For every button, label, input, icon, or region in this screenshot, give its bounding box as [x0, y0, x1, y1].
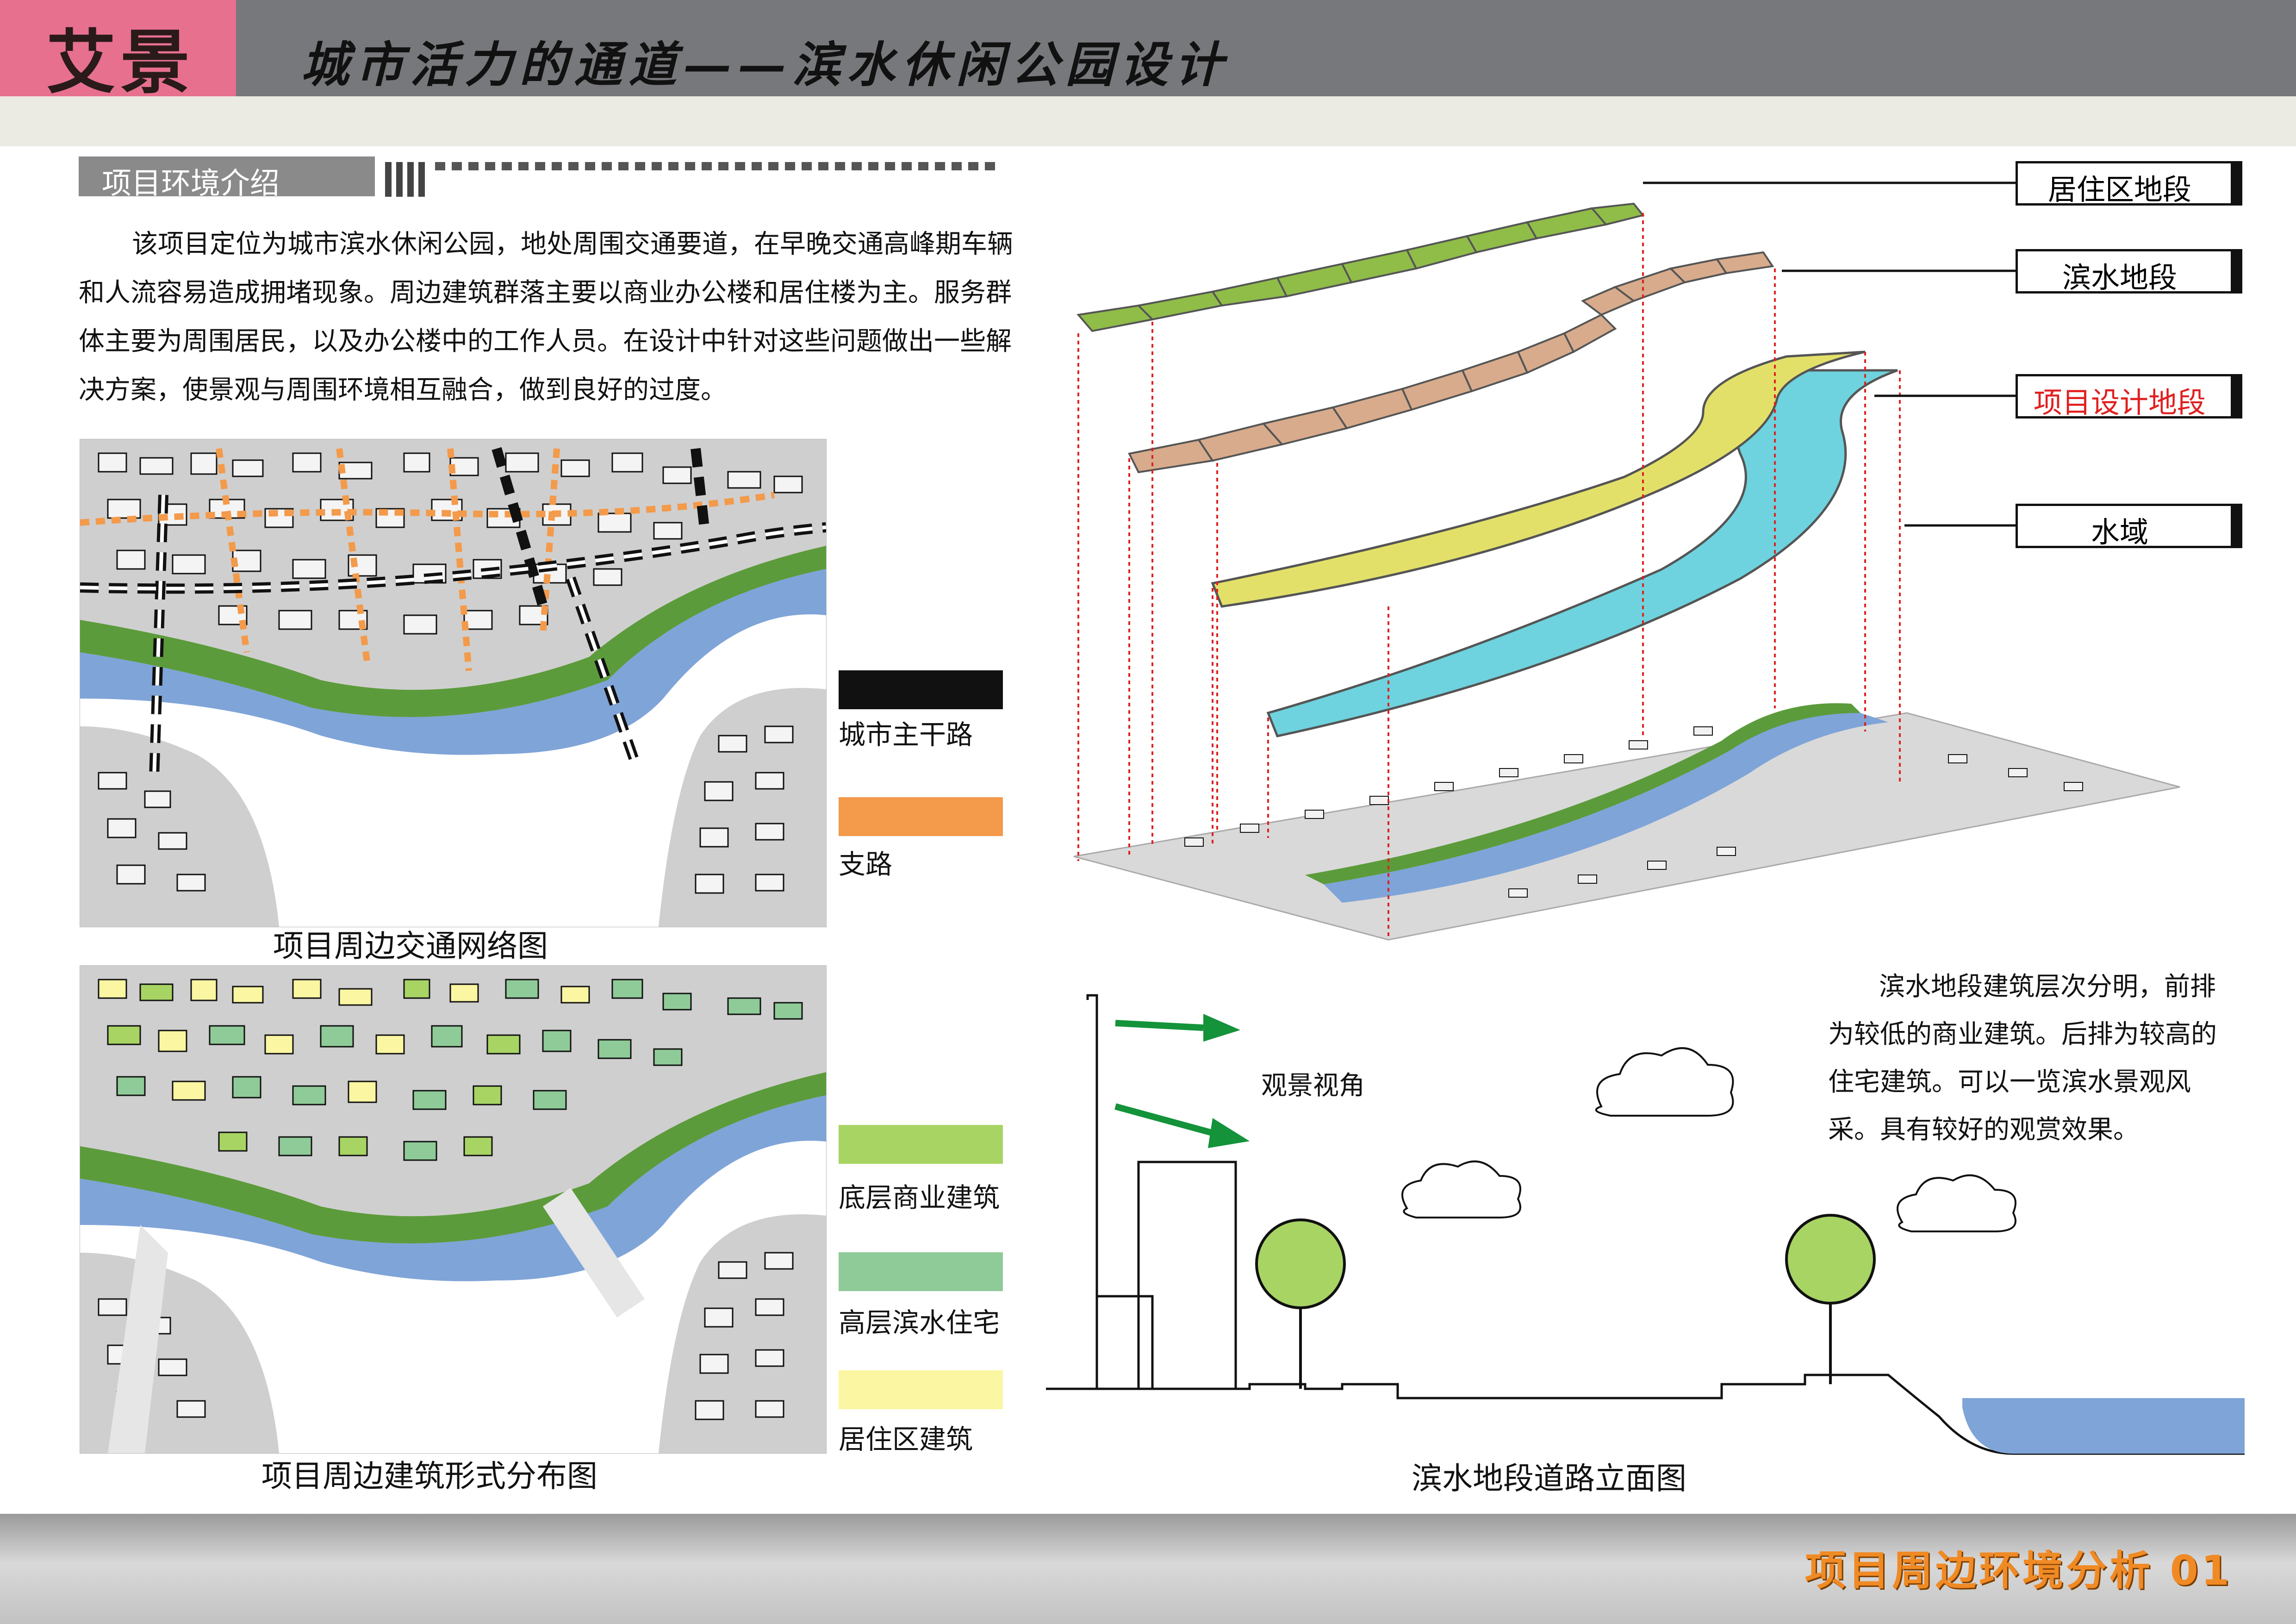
legend-swatch-commercial: [839, 1125, 1003, 1164]
legend-swatch-highrise: [839, 1252, 1003, 1291]
tree-icon: [1255, 1218, 1346, 1389]
tree-icon: [1785, 1214, 1876, 1384]
header-bar: [0, 0, 2296, 96]
section-label-bar: [79, 156, 375, 196]
section-label: 项目环境介绍: [102, 167, 280, 201]
building-map-caption: 项目周边建筑形式分布图: [261, 1458, 597, 1494]
traffic-map: [80, 439, 827, 927]
layer-label-waterfront: 滨水地段: [2016, 249, 2242, 294]
legend-label-highrise: 高层滨水住宅: [839, 1307, 1000, 1338]
footer-title: 项目周边环境分析 01: [1805, 1547, 2233, 1594]
layer-diagram: [1073, 181, 2180, 941]
elevation-note-text: 滨水地段建筑层次分明，前排为较低的商业建筑。后排为较高的住宅建筑。可以一览滨水景…: [1828, 972, 2217, 1145]
legend-swatch-branch-road: [839, 797, 1003, 836]
stripe-decor: [396, 162, 403, 197]
page-title: 城市活力的通道——滨水休闲公园设计: [301, 36, 1230, 93]
layer-label-residential: 居住区地段: [2016, 161, 2242, 206]
elevation-caption: 滨水地段道路立面图: [1412, 1461, 1686, 1496]
legend-swatch-main-road: [839, 670, 1003, 709]
stripe-decor: [407, 162, 414, 197]
legend-swatch-residential: [839, 1370, 1003, 1409]
legend-label-main-road: 城市主干路: [839, 719, 973, 750]
road-elevation-diagram: [1046, 994, 2245, 1455]
logo-block: [0, 0, 236, 96]
stripe-decor: [418, 162, 425, 197]
legend-label-branch-road: 支路: [839, 849, 893, 880]
view-arrow-icon: [1115, 1014, 1240, 1042]
dotted-divider: [435, 162, 1000, 170]
traffic-map-caption: 项目周边交通网络图: [273, 928, 548, 964]
footer-bar: [0, 1514, 2296, 1624]
legend-label-residential: 居住区建筑: [839, 1424, 973, 1455]
intro-paragraph: 该项目定位为城市滨水休闲公园，地处周围交通要道，在早晚交通高峰期车辆和人流容易造…: [79, 220, 1018, 414]
intro-text: 该项目定位为城市滨水休闲公园，地处周围交通要道，在早晚交通高峰期车辆和人流容易造…: [79, 229, 1013, 405]
logo: 艾景: [46, 22, 195, 103]
building-distribution-map: [80, 965, 827, 1454]
stripe-decor: [385, 162, 392, 197]
layer-label-project: 项目设计地段: [2016, 374, 2242, 419]
elevation-note: 滨水地段建筑层次分明，前排为较低的商业建筑。后排为较高的住宅建筑。可以一览滨水景…: [1828, 963, 2221, 1154]
header-band: [0, 96, 2296, 146]
layer-label-water: 水域: [2016, 504, 2242, 549]
legend-label-commercial: 底层商业建筑: [839, 1182, 1000, 1213]
view-angle-label: 观景视角: [1261, 1071, 1365, 1101]
view-arrow-icon: [1114, 1103, 1250, 1148]
